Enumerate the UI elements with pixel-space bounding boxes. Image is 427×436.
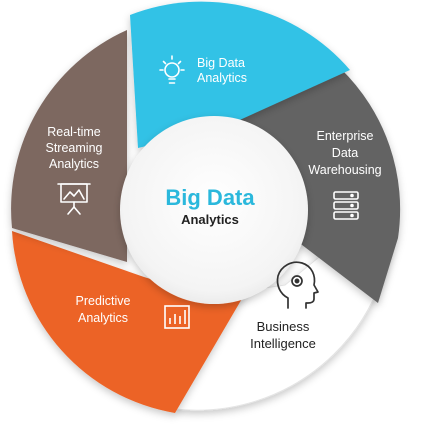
- segment-big-data-analytics: [130, 1, 350, 148]
- segment-label-predictive: Predictive: [76, 294, 131, 308]
- segment-label-enterprise: Enterprise: [317, 129, 374, 143]
- segment-real-time-streaming: [11, 30, 127, 262]
- center-title: Big Data: [165, 185, 255, 210]
- segment-label-streaming: Streaming: [46, 141, 103, 155]
- segment-label-business: Business: [257, 319, 310, 334]
- segment-label-predictive-analytics: Analytics: [78, 311, 128, 325]
- segment-label-streaming-analytics: Analytics: [49, 157, 99, 171]
- segment-predictive-analytics: [12, 231, 250, 413]
- center-hub: [120, 116, 308, 304]
- segment-label-data: Data: [332, 146, 358, 160]
- presentation-board-icon: [57, 183, 91, 215]
- center-subtitle: Analytics: [181, 212, 239, 227]
- bar-chart-icon: [164, 305, 190, 329]
- lightbulb-icon: [159, 55, 185, 84]
- database-server-icon: [333, 191, 359, 220]
- segment-label-big-data-analytics-line-2: Analytics: [197, 71, 247, 85]
- segment-label-intelligence: Intelligence: [250, 336, 316, 351]
- segment-label-warehousing: Warehousing: [308, 163, 381, 177]
- segment-label-real-time: Real-time: [47, 125, 101, 139]
- brain-gear-icon: [276, 261, 319, 309]
- segment-enterprise-data-warehousing: [222, 68, 401, 303]
- segment-label-big-data-analytics: Big Data: [197, 56, 245, 70]
